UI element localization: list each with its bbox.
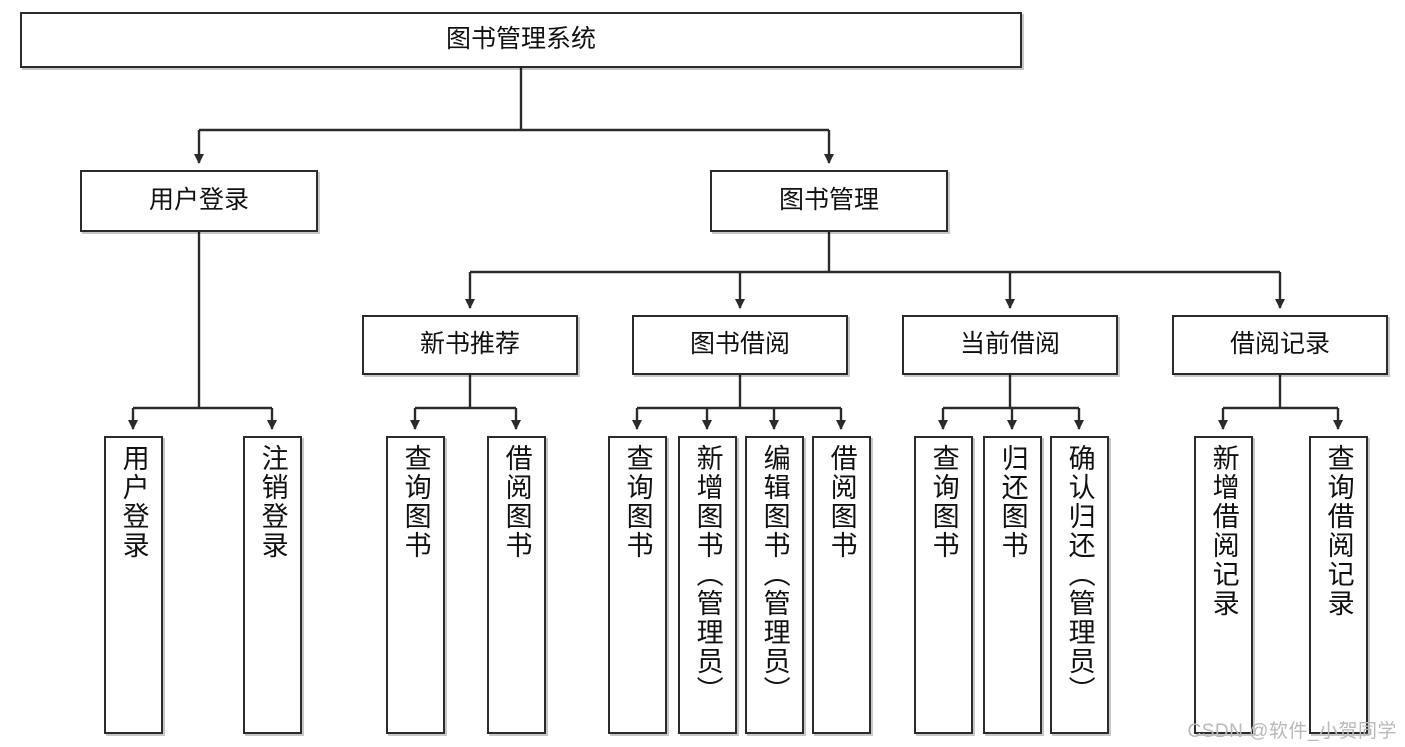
csdn-watermark: CSDN @软件_小贺同学 bbox=[1187, 721, 1397, 742]
leaf-add-book-admin-label: 新增图书（管理员） bbox=[692, 444, 723, 705]
leaf-query-book-recommend[interactable]: 查询图书 bbox=[386, 436, 445, 734]
node-current-borrow-label: 当前借阅 bbox=[959, 330, 1060, 359]
leaf-logout-label: 注销登录 bbox=[257, 444, 288, 560]
leaf-confirm-return-admin[interactable]: 确认归还（管理员） bbox=[1050, 436, 1109, 734]
node-borrow-record-label: 借阅记录 bbox=[1229, 330, 1330, 359]
node-user-login[interactable]: 用户登录 bbox=[80, 170, 318, 232]
leaf-query-book-current-label: 查询图书 bbox=[928, 444, 959, 560]
node-new-book-recommend[interactable]: 新书推荐 bbox=[362, 315, 578, 375]
leaf-user-login-label: 用户登录 bbox=[118, 444, 149, 560]
node-current-borrow[interactable]: 当前借阅 bbox=[902, 315, 1118, 375]
leaf-borrow-book-label: 借阅图书 bbox=[826, 444, 857, 560]
leaf-borrow-book-recommend[interactable]: 借阅图书 bbox=[487, 436, 546, 734]
leaf-query-borrow-record-label: 查询借阅记录 bbox=[1323, 444, 1354, 618]
node-borrow-record[interactable]: 借阅记录 bbox=[1172, 315, 1388, 375]
leaf-confirm-return-admin-label: 确认归还（管理员） bbox=[1064, 444, 1095, 705]
leaf-query-borrow-record[interactable]: 查询借阅记录 bbox=[1309, 436, 1368, 734]
leaf-logout[interactable]: 注销登录 bbox=[243, 436, 302, 734]
leaf-edit-book-admin-label: 编辑图书（管理员） bbox=[759, 444, 790, 705]
leaf-add-borrow-record-label: 新增借阅记录 bbox=[1208, 444, 1239, 618]
leaf-query-book-current[interactable]: 查询图书 bbox=[914, 436, 973, 734]
node-book-management[interactable]: 图书管理 bbox=[710, 170, 948, 232]
node-book-management-label: 图书管理 bbox=[778, 186, 879, 215]
leaf-add-borrow-record[interactable]: 新增借阅记录 bbox=[1194, 436, 1253, 734]
leaf-edit-book-admin[interactable]: 编辑图书（管理员） bbox=[745, 436, 804, 734]
node-root[interactable]: 图书管理系统 bbox=[20, 12, 1022, 68]
node-root-label: 图书管理系统 bbox=[445, 25, 596, 54]
leaf-query-book-borrow-label: 查询图书 bbox=[622, 444, 653, 560]
node-new-book-recommend-label: 新书推荐 bbox=[419, 330, 520, 359]
leaf-borrow-book-recommend-label: 借阅图书 bbox=[501, 444, 532, 560]
leaf-return-book-label: 归还图书 bbox=[997, 444, 1028, 560]
leaf-return-book[interactable]: 归还图书 bbox=[983, 436, 1042, 734]
node-book-borrow-label: 图书借阅 bbox=[689, 330, 790, 359]
leaf-query-book-recommend-label: 查询图书 bbox=[400, 444, 431, 560]
node-book-borrow[interactable]: 图书借阅 bbox=[632, 315, 848, 375]
leaf-query-book-borrow[interactable]: 查询图书 bbox=[608, 436, 667, 734]
node-user-login-label: 用户登录 bbox=[148, 186, 249, 215]
leaf-add-book-admin[interactable]: 新增图书（管理员） bbox=[678, 436, 737, 734]
leaf-borrow-book[interactable]: 借阅图书 bbox=[812, 436, 871, 734]
leaf-user-login[interactable]: 用户登录 bbox=[104, 436, 163, 734]
